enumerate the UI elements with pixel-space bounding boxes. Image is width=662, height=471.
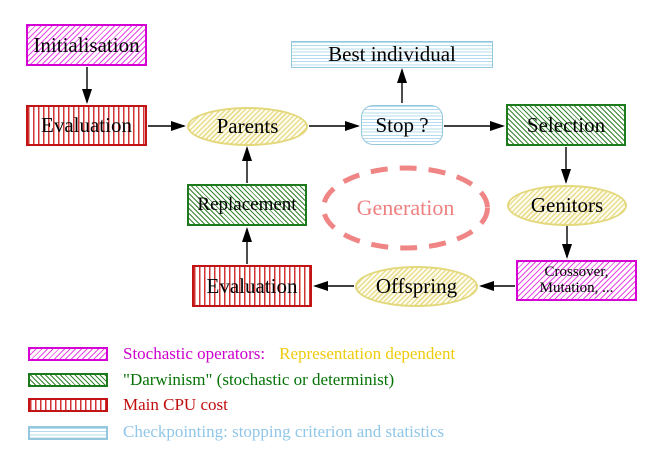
node-selection: Selection: [506, 104, 626, 146]
node-best-individual-label: Best individual: [328, 42, 456, 67]
node-crossover-label-line2: Mutation, ...: [539, 279, 614, 296]
legend-row-main-cpu-cost: Main CPU cost: [123, 395, 228, 415]
node-generation-label: Generation: [356, 195, 455, 220]
generation-loop-ellipse: [321, 165, 490, 251]
legend-row-checkpointing: Checkpointing: stopping criterion and st…: [123, 422, 444, 442]
legend-swatch-checkpointing: [28, 426, 108, 440]
legend-label-darwinism: "Darwinism" (stochastic or determinist): [123, 370, 395, 389]
node-crossover-label-line1: Crossover,: [544, 263, 609, 280]
node-replacement: Replacement: [187, 184, 307, 226]
legend-swatch-stochastic-operators: [28, 347, 108, 361]
node-stop-label: Stop ?: [375, 112, 429, 137]
node-evaluation-bottom-label: Evaluation: [206, 273, 298, 298]
node-parents-label: Parents: [216, 114, 279, 139]
node-replacement-label: Replacement: [197, 194, 297, 216]
node-genitors: Genitors: [507, 185, 627, 226]
node-generation: Generation: [323, 168, 488, 248]
legend-row-darwinism: "Darwinism" (stochastic or determinist): [123, 370, 394, 390]
node-initialisation-label: Initialisation: [33, 32, 140, 57]
node-offspring: Offspring: [355, 266, 478, 307]
node-genitors-label: Genitors: [530, 193, 604, 218]
legend-swatch-main-cpu-cost: [28, 398, 108, 412]
legend-row-stochastic-operators: Stochastic operators: Representation dep…: [123, 344, 455, 364]
node-parents: Parents: [187, 107, 308, 146]
node-stop: Stop ?: [361, 105, 443, 145]
legend-label-representation-dependent: Representation dependent: [279, 344, 456, 363]
node-initialisation: Initialisation: [26, 24, 147, 66]
node-evaluation-top-label: Evaluation: [41, 113, 132, 138]
node-evaluation-top: Evaluation: [26, 105, 147, 146]
legend-label-main-cpu-cost: Main CPU cost: [123, 395, 228, 414]
legend-label-checkpointing: Checkpointing: stopping criterion and st…: [123, 422, 445, 441]
node-evaluation-bottom: Evaluation: [192, 265, 312, 307]
node-selection-label: Selection: [526, 112, 606, 137]
node-offspring-label: Offspring: [375, 274, 458, 299]
node-best-individual: Best individual: [291, 41, 493, 68]
legend-swatch-darwinism: [28, 373, 108, 387]
node-crossover-mutation: Crossover, Mutation, ...: [516, 260, 637, 301]
legend-label-stochastic-operators: Stochastic operators:: [123, 344, 266, 363]
